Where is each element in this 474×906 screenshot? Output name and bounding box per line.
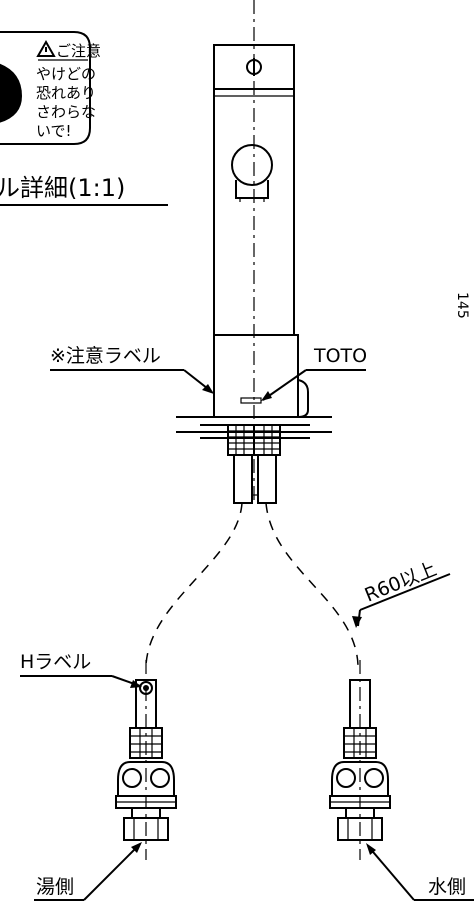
caution-title: ご注意 [56,42,101,60]
caution-sticker: ご注意 やけどの 恐れあり さわらな いで! [0,31,101,145]
callout-hot-side: 湯側 [34,842,142,901]
arrow-head [131,842,142,853]
threaded-shank [227,424,281,456]
edge-dimension: 145 [454,292,470,319]
h-label-text: Hラベル [20,651,91,673]
callout-radius: R60以上 [352,558,451,628]
hot-hose-route [145,502,243,666]
cold-hose-route [265,502,359,666]
hot-side-text: 湯側 [36,876,74,898]
cold-supply-fitting [329,660,391,860]
callout-h-label: Hラベル [20,651,142,688]
faucet-base-housing [213,334,299,418]
toto-text: TOTO [313,345,367,367]
hot-supply-fitting [115,660,177,860]
caution-line-2: 恐れあり [36,84,96,102]
callout-cold-side: 水側 [366,843,474,901]
callout-caution-label: ※注意ラベル [50,345,214,394]
toto-badge [240,397,262,404]
arrow-head [261,391,272,401]
caution-line-4: いで! [36,122,72,140]
callout-toto: TOTO [261,345,367,401]
arrow-head [202,384,214,394]
arrow-head [366,843,376,855]
arrow-head [130,680,142,688]
caution-label-text: ※注意ラベル [50,345,161,367]
hot-hose-upper [233,454,253,504]
caution-line-1: やけどの [36,65,96,83]
faucet-body [176,0,332,504]
arrow-head [352,616,362,628]
faucet-spout [231,144,273,186]
hand-warning-icon [0,63,22,123]
warning-triangle-icon [36,39,56,57]
cold-hose-upper [257,454,277,504]
h-label-dot [139,681,153,695]
cold-side-text: 水側 [428,876,466,898]
detail-title: ル詳細(1:1) [0,174,125,202]
caution-line-3: さわらな [36,103,96,121]
